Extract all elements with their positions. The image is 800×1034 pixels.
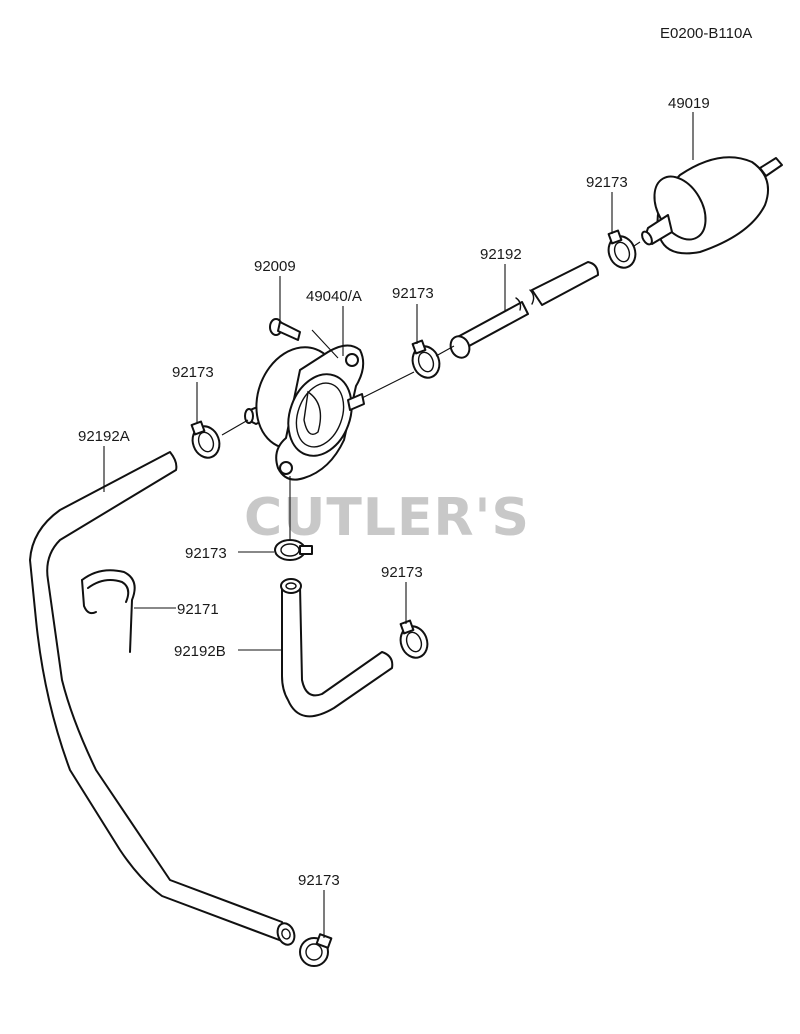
label-clamp-pump-bottom: 92173 bbox=[185, 545, 227, 562]
label-clamp-bottom: 92173 bbox=[298, 872, 340, 889]
fuel-filter[interactable] bbox=[640, 156, 783, 255]
label-filter: 49019 bbox=[668, 95, 710, 112]
label-clamp-filter: 92173 bbox=[586, 174, 628, 191]
hose-clamp-filter[interactable] bbox=[604, 229, 639, 272]
fuel-hose-long[interactable] bbox=[29, 451, 297, 947]
label-pump: 49040/A bbox=[306, 288, 362, 305]
mounting-screw[interactable] bbox=[269, 318, 301, 341]
hose-clamp-pump-bottom[interactable] bbox=[274, 539, 313, 561]
hose-clamp-pump-inlet[interactable] bbox=[188, 420, 223, 462]
label-clip: 92171 bbox=[177, 601, 219, 618]
label-hose-long: 92192A bbox=[78, 428, 130, 445]
label-hose-top: 92192 bbox=[480, 246, 522, 263]
hose-clamp-bent[interactable] bbox=[396, 619, 431, 662]
diagram-code: E0200-B110A bbox=[660, 25, 752, 42]
label-hose-bent: 92192B bbox=[174, 643, 226, 660]
label-clamp-top: 92173 bbox=[392, 285, 434, 302]
hose-clamp-top[interactable] bbox=[408, 339, 443, 382]
hose-clamp-bottom[interactable] bbox=[299, 933, 333, 967]
watermark-logo: CUTLER'S bbox=[244, 488, 530, 548]
label-clamp-bent: 92173 bbox=[381, 564, 423, 581]
fuel-hose-bent[interactable] bbox=[280, 578, 394, 718]
fuel-pump[interactable] bbox=[243, 335, 365, 481]
label-clamp-pump-inlet: 92173 bbox=[172, 364, 214, 381]
label-screw: 92009 bbox=[254, 258, 296, 275]
fuel-hose-top[interactable] bbox=[447, 261, 599, 361]
hose-clip[interactable] bbox=[81, 569, 136, 653]
